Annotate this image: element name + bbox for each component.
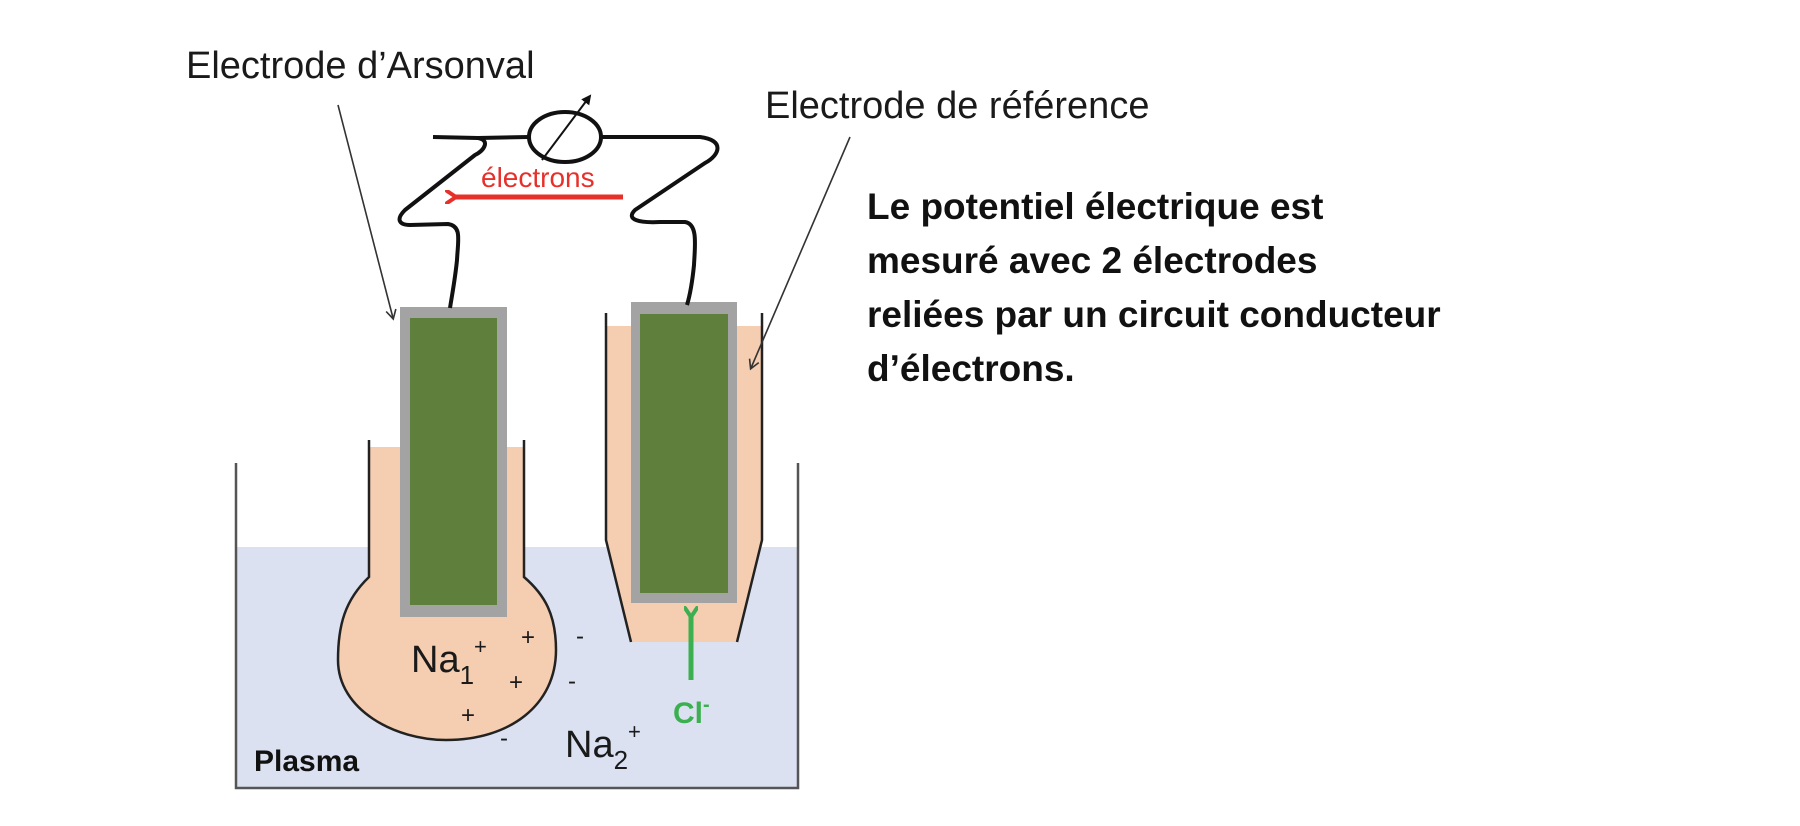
reference-label: Electrode de référence [765,85,1149,127]
arsonval-pointer [337,104,397,321]
positive-charge: + [461,702,475,729]
reference-glass-right [735,313,764,643]
description-line: mesuré avec 2 électrodes [867,240,1317,281]
reference-metal [640,314,728,593]
electron-flow-label: électrons [481,162,595,193]
voltmeter-icon [527,94,603,164]
negative-charge: - [576,623,584,650]
description-line: d’électrons. [867,348,1075,389]
description-line: reliées par un circuit conducteur [867,294,1441,335]
beaker-wall [234,463,800,790]
arsonval-electrode [336,307,558,742]
negative-charge: - [568,668,576,695]
negative-charge: - [500,725,508,752]
arsonval-glass-outline [336,440,558,742]
positive-charge: + [521,624,535,651]
wire-right [629,135,720,306]
na1-ion-label: Na1+ [411,634,487,690]
wire-top-left [477,135,530,140]
arsonval-metal [410,318,497,605]
chloride-ion-label: Cl- [673,694,710,730]
reference-pointer [748,136,851,371]
positive-charge: + [509,669,523,696]
plasma-label: Plasma [254,745,359,778]
arsonval-label: Electrode d’Arsonval [186,45,535,87]
reference-glass-left [604,313,633,643]
reference-electrode [604,302,764,643]
wire-left [397,135,487,309]
na2-ion-label: Na2+ [565,719,641,775]
description-line: Le potentiel électrique est [867,186,1323,227]
